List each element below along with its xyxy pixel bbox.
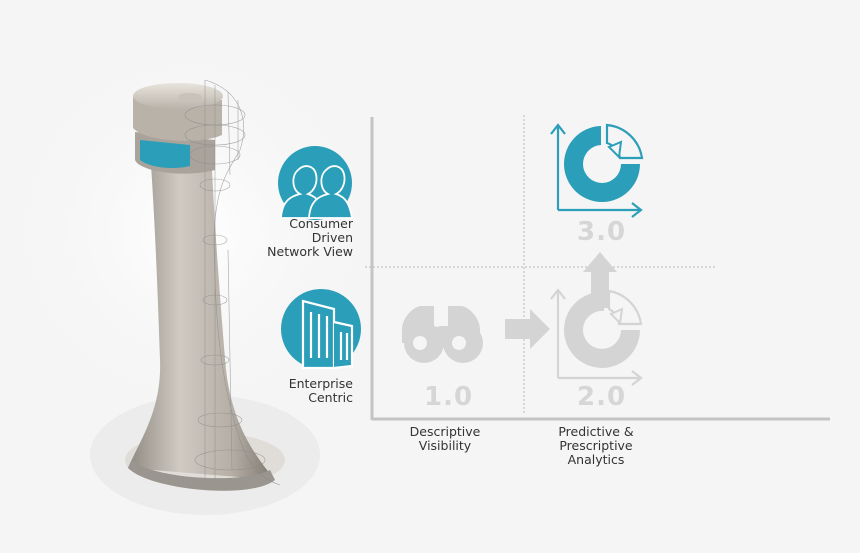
- level-3-label: 3.0: [577, 217, 627, 247]
- level-1-label: 1.0: [424, 382, 474, 412]
- level-2-label: 2.0: [577, 382, 627, 412]
- arrow-up-icon: [583, 252, 617, 308]
- row-label-enterprise: Enterprise Centric: [288, 376, 353, 405]
- building-icon: [281, 289, 361, 370]
- donut-chart-icon: [550, 288, 643, 386]
- column-label-descriptive: Descriptive Visibility: [409, 424, 481, 453]
- column-label-predictive: Predictive & Prescriptive Analytics: [558, 424, 634, 467]
- tower-icon: [0, 30, 390, 515]
- donut-chart-icon: [550, 123, 644, 218]
- users-icon: [278, 146, 354, 220]
- binoculars-icon: [402, 306, 483, 363]
- row-label-consumer: Consumer Driven Network View: [267, 216, 353, 259]
- axes: [365, 115, 830, 421]
- arrow-right-icon: [505, 309, 550, 349]
